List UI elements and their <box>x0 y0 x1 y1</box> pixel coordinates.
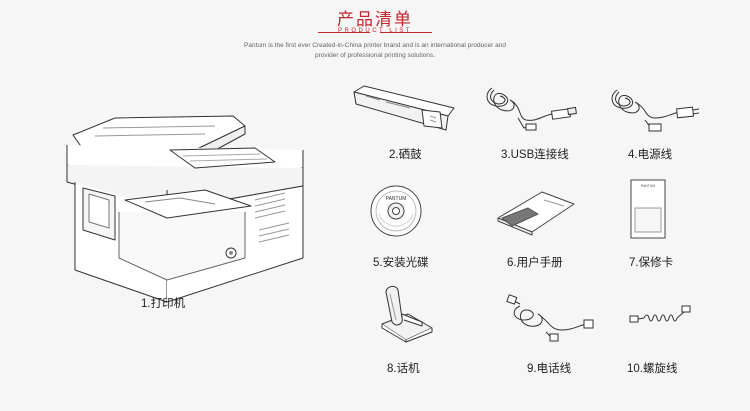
toner-cartridge-icon <box>350 82 460 137</box>
title-rule-left <box>318 32 370 33</box>
item-label-power-cord: 4.电源线 <box>628 149 673 161</box>
warranty-card-icon: PANTUM <box>629 178 667 240</box>
item-label-handset: 8.话机 <box>387 363 420 375</box>
item-label-cd: 5.安装光碟 <box>373 257 429 269</box>
warranty-card-text: PANTUM <box>641 184 656 188</box>
title-rule-right <box>380 32 432 33</box>
intro-text: Pantum is the first ever Created-in-Chin… <box>150 41 600 61</box>
coiled-cord-icon <box>628 304 694 334</box>
intro-line-2: provider of professional printing soluti… <box>315 52 435 59</box>
item-label-phone-line: 9.电话线 <box>527 363 572 375</box>
power-cord-icon <box>605 82 705 134</box>
item-label-warranty-card: 7.保修卡 <box>629 257 674 269</box>
page-title: 产品清单 <box>337 10 413 30</box>
item-label-usb-cable: 3.USB连接线 <box>501 149 569 161</box>
item-label-manual: 6.用户手册 <box>507 257 563 269</box>
telephone-handset-icon <box>378 284 436 344</box>
manual-icon <box>494 188 578 238</box>
phone-line-icon <box>506 294 602 342</box>
cd-icon: PANTUM <box>369 184 423 238</box>
page-subtitle: PRODUCT LIST <box>338 28 412 34</box>
item-label-printer: 1.打印机 <box>141 298 186 310</box>
cd-disc-text: PANTUM <box>386 196 407 202</box>
usb-cable-icon <box>482 82 582 134</box>
item-label-toner-cartridge: 2.硒鼓 <box>389 149 422 161</box>
item-label-coiled-cord: 10.螺旋线 <box>627 363 678 375</box>
printer-icon <box>55 90 315 305</box>
intro-line-1: Pantum is the first ever Created-in-Chin… <box>244 42 506 49</box>
